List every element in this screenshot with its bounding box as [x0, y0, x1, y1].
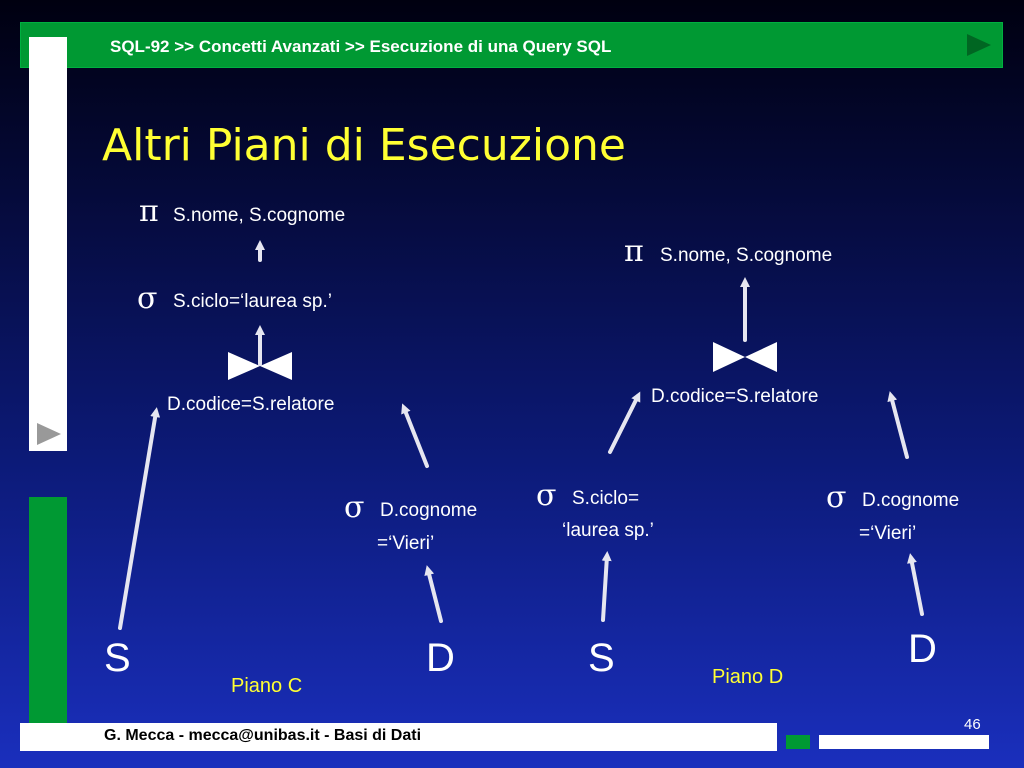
selection-label: S.ciclo=‘laurea sp.’: [173, 291, 332, 312]
join-symbol-c: [228, 352, 292, 380]
footer-white-bar: [819, 735, 989, 749]
projection-label: S.nome, S.cognome: [660, 245, 833, 266]
footer-author: G. Mecca - mecca@unibas.it - Basi di Dat…: [104, 727, 422, 744]
selection-label: ‘laurea sp.’: [562, 520, 654, 541]
side-panel-top: [29, 37, 67, 451]
sigma-symbol: σ: [344, 490, 365, 525]
header-bar: [20, 22, 1003, 68]
relation-d: D: [908, 627, 937, 671]
relation-d: D: [426, 636, 455, 680]
sigma-symbol: σ: [826, 480, 847, 515]
join-condition-label: D.codice=S.relatore: [167, 394, 335, 415]
arrow-d-sel2-to-join: [887, 391, 909, 459]
selection-label: S.ciclo=: [572, 488, 640, 509]
page-title: Altri Piani di Esecuzione: [102, 120, 626, 171]
join-condition-label: D.codice=S.relatore: [651, 386, 819, 407]
arrow-c-sel-to-join: [401, 403, 429, 468]
selection-label: D.cognome: [862, 490, 960, 511]
arrow-c-d-to-sel: [424, 565, 443, 623]
page-number: 46: [964, 716, 981, 733]
selection-label: D.cognome: [380, 500, 478, 521]
join-symbol-d: [713, 342, 777, 372]
footer-green-square: [786, 735, 810, 749]
arrow-d-d-to-sel: [907, 553, 924, 616]
projection-label: S.nome, S.cognome: [173, 205, 346, 226]
sigma-symbol: σ: [536, 478, 557, 513]
plan-label: Piano D: [712, 666, 784, 688]
sigma-symbol: σ: [137, 281, 158, 316]
footer-bar: [20, 723, 777, 751]
side-panel-bottom: [29, 497, 67, 735]
relation-s: S: [104, 636, 131, 680]
play-triangle-icon[interactable]: [35, 422, 63, 446]
pi-symbol: π: [624, 234, 644, 269]
relation-s: S: [588, 636, 615, 680]
arrow-d-s-to-sel: [601, 551, 612, 622]
breadcrumb: SQL-92 >> Concetti Avanzati >> Esecuzion…: [110, 37, 612, 56]
play-triangle-icon[interactable]: [966, 33, 992, 57]
pi-symbol: π: [139, 194, 159, 229]
arrow-c-s-to-join: [118, 407, 161, 630]
arrow-d-sel-to-join: [608, 391, 641, 454]
selection-label: =‘Vieri’: [859, 523, 917, 544]
plan-label: Piano C: [231, 675, 303, 697]
selection-label: =‘Vieri’: [377, 533, 435, 554]
